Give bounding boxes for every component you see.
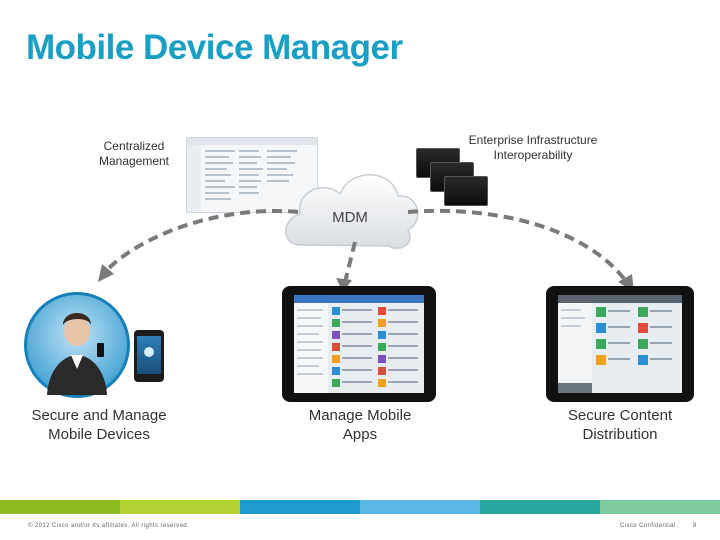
footer-bar-segment [120,500,240,514]
arrowhead-icon [98,264,114,282]
cloud-icon [285,174,419,250]
footer-bar-segment [600,500,720,514]
mdm-label: MDM [332,209,368,226]
footer-color-bar [0,500,720,514]
copyright-text: © 2012 Cisco and/or its affiliates. All … [28,523,190,529]
smartphone-icon [134,330,164,382]
footer-bar-segment [480,500,600,514]
enterprise-interoperability-label: Enterprise Infrastructure Interoperabili… [468,133,598,162]
page-title: Mobile Device Manager [26,28,403,67]
arrow-to-apps [343,241,357,283]
avatar [24,292,130,398]
centralized-management-label: Centralized Management [98,139,170,168]
footer-bar-segment [0,500,120,514]
footer-bar-segment [240,500,360,514]
arrow-to-devices [103,209,299,274]
tablet-content-icon [546,286,694,402]
footer-bar-segment [360,500,480,514]
secure-manage-devices-label: Secure and Manage Mobile Devices [31,407,167,443]
server-icon [444,176,488,206]
manage-mobile-apps-label: Manage Mobile Apps [308,407,412,443]
tablet-apps-icon [282,286,436,402]
page-number: 8 [693,523,697,529]
secure-content-distribution-label: Secure Content Distribution [567,407,673,443]
management-console-screenshot [186,137,318,213]
arrow-to-content [407,208,630,286]
arrowhead-icon [336,278,352,292]
confidential-text: Cisco Confidential [620,523,676,529]
